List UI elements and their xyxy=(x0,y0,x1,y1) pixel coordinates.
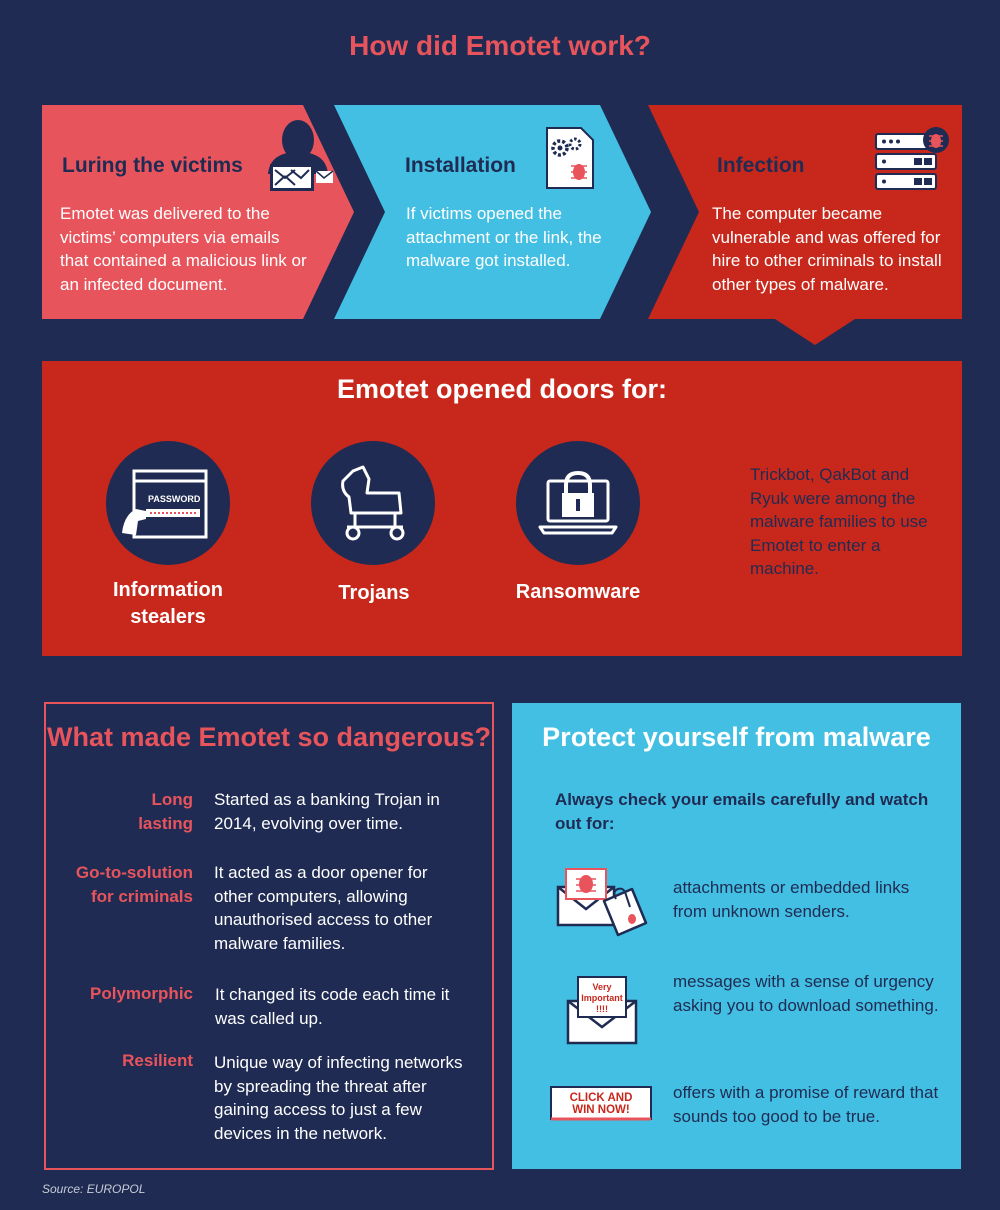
password-theft-circle: PASSWORD xyxy=(106,441,230,565)
protect-subtitle: Always check your emails carefully and w… xyxy=(555,790,929,833)
step-text-infection: The computer became vulnerable and was o… xyxy=(712,204,942,294)
svg-text:CLICK AND: CLICK AND xyxy=(570,1092,633,1104)
danger-text-resilient: Unique way of infecting networks by spre… xyxy=(214,1053,463,1143)
door-label-information-stealers: Information stealers xyxy=(113,579,223,628)
infected-file-icon xyxy=(546,127,594,189)
locked-laptop-circle xyxy=(516,441,640,565)
step-title-installation: Installation xyxy=(405,154,516,177)
infected-email-attachment-icon xyxy=(556,868,648,937)
danger-text-polymorphic: It changed its code each time it was cal… xyxy=(215,985,450,1028)
click-and-win-icon: CLICK AND WIN NOW! xyxy=(550,1086,652,1121)
svg-text:Important: Important xyxy=(581,993,623,1003)
svg-text:WIN NOW!: WIN NOW! xyxy=(572,1104,629,1116)
svg-text:PASSWORD: PASSWORD xyxy=(148,494,201,504)
hacker-laptop-icon xyxy=(268,120,334,191)
process-chevrons xyxy=(42,105,962,345)
danger-label-long-lasting: Long lasting xyxy=(138,790,193,833)
protect-title: Protect yourself from malware xyxy=(542,722,931,752)
protect-text-urgency: messages with a sense of urgency asking … xyxy=(673,972,939,1015)
urgent-email-icon: Very Important !!!! xyxy=(566,976,638,1045)
locked-laptop-icon xyxy=(538,470,618,535)
danger-label-go-to-solution: Go-to-solution for criminals xyxy=(75,863,193,906)
danger-panel xyxy=(44,702,494,1170)
svg-text:Very: Very xyxy=(592,982,611,992)
step-title-luring: Luring the victims xyxy=(62,154,243,177)
doors-title: Emotet opened doors for: xyxy=(337,374,667,404)
svg-text:!!!!: !!!! xyxy=(596,1004,608,1014)
danger-text-long-lasting: Started as a banking Trojan in 2014, evo… xyxy=(214,790,440,833)
infected-server-icon xyxy=(875,127,949,190)
door-label-trojans: Trojans xyxy=(338,582,410,604)
doors-note: Trickbot, QakBot and Ryuk were among the… xyxy=(750,465,928,578)
protect-text-attachments: attachments or embedded links from unkno… xyxy=(673,878,910,921)
danger-label-resilient: Resilient xyxy=(122,1051,193,1070)
step-text-installation: If victims opened the attachment or the … xyxy=(406,204,602,270)
danger-text-go-to-solution: It acted as a door opener for other comp… xyxy=(214,863,433,953)
source-caption: Source: EUROPOL xyxy=(42,1182,146,1196)
door-label-ransomware: Ransomware xyxy=(515,581,641,603)
step-title-infection: Infection xyxy=(717,154,805,177)
trojan-horse-circle xyxy=(311,441,435,565)
step-text-luring: Emotet was delivered to the victims’ com… xyxy=(60,204,307,294)
password-theft-icon: PASSWORD xyxy=(122,469,208,539)
danger-label-polymorphic: Polymorphic xyxy=(90,984,193,1003)
danger-title: What made Emotet so dangerous? xyxy=(46,722,492,752)
trojan-horse-icon xyxy=(341,465,405,541)
page-title: How did Emotet work? xyxy=(349,30,651,61)
protect-text-reward: offers with a promise of reward that sou… xyxy=(673,1083,939,1126)
